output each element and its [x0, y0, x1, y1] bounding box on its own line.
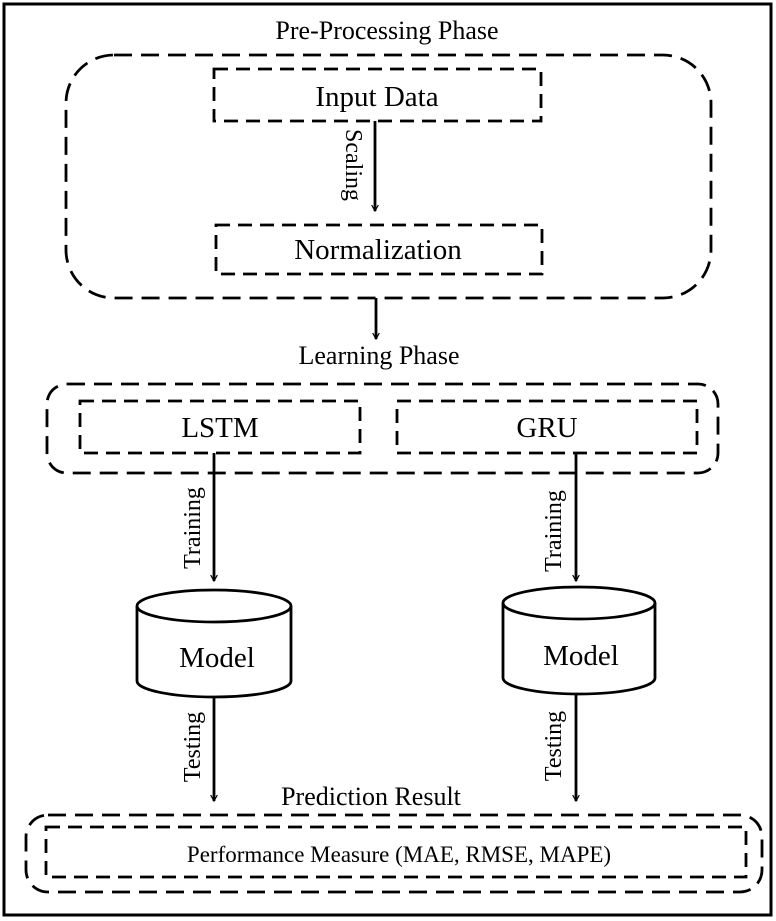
model-cylinder-right: [501, 585, 657, 696]
training-label-right: Training: [541, 490, 567, 572]
training-label-left: Training: [180, 487, 206, 569]
preprocessing-phase-title: Pre-Processing Phase: [275, 16, 498, 45]
learning-group: [45, 382, 720, 475]
model-label-right: Model: [543, 640, 619, 672]
learning-phase-title: Learning Phase: [298, 341, 459, 370]
normalization-label: Normalization: [294, 234, 462, 266]
testing-label-right: Testing: [541, 711, 567, 781]
performance-box: [44, 825, 748, 879]
prediction-phase-title: Prediction Result: [281, 782, 462, 811]
input-data-box: [212, 67, 543, 123]
preprocessing-group: [64, 53, 713, 300]
input-data-label: Input Data: [315, 81, 438, 113]
normalization-box: [214, 223, 544, 276]
model-cylinder-left: [135, 588, 293, 699]
model-label-left: Model: [179, 642, 255, 674]
performance-label: Performance Measure (MAE, RMSE, MAPE): [187, 842, 611, 867]
prediction-group: [24, 813, 764, 894]
testing-label-left: Testing: [180, 712, 206, 782]
gru-label: GRU: [516, 412, 577, 444]
lstm-box: [78, 399, 362, 455]
lstm-label: LSTM: [181, 412, 258, 444]
scaling-label: Scaling: [340, 129, 366, 201]
